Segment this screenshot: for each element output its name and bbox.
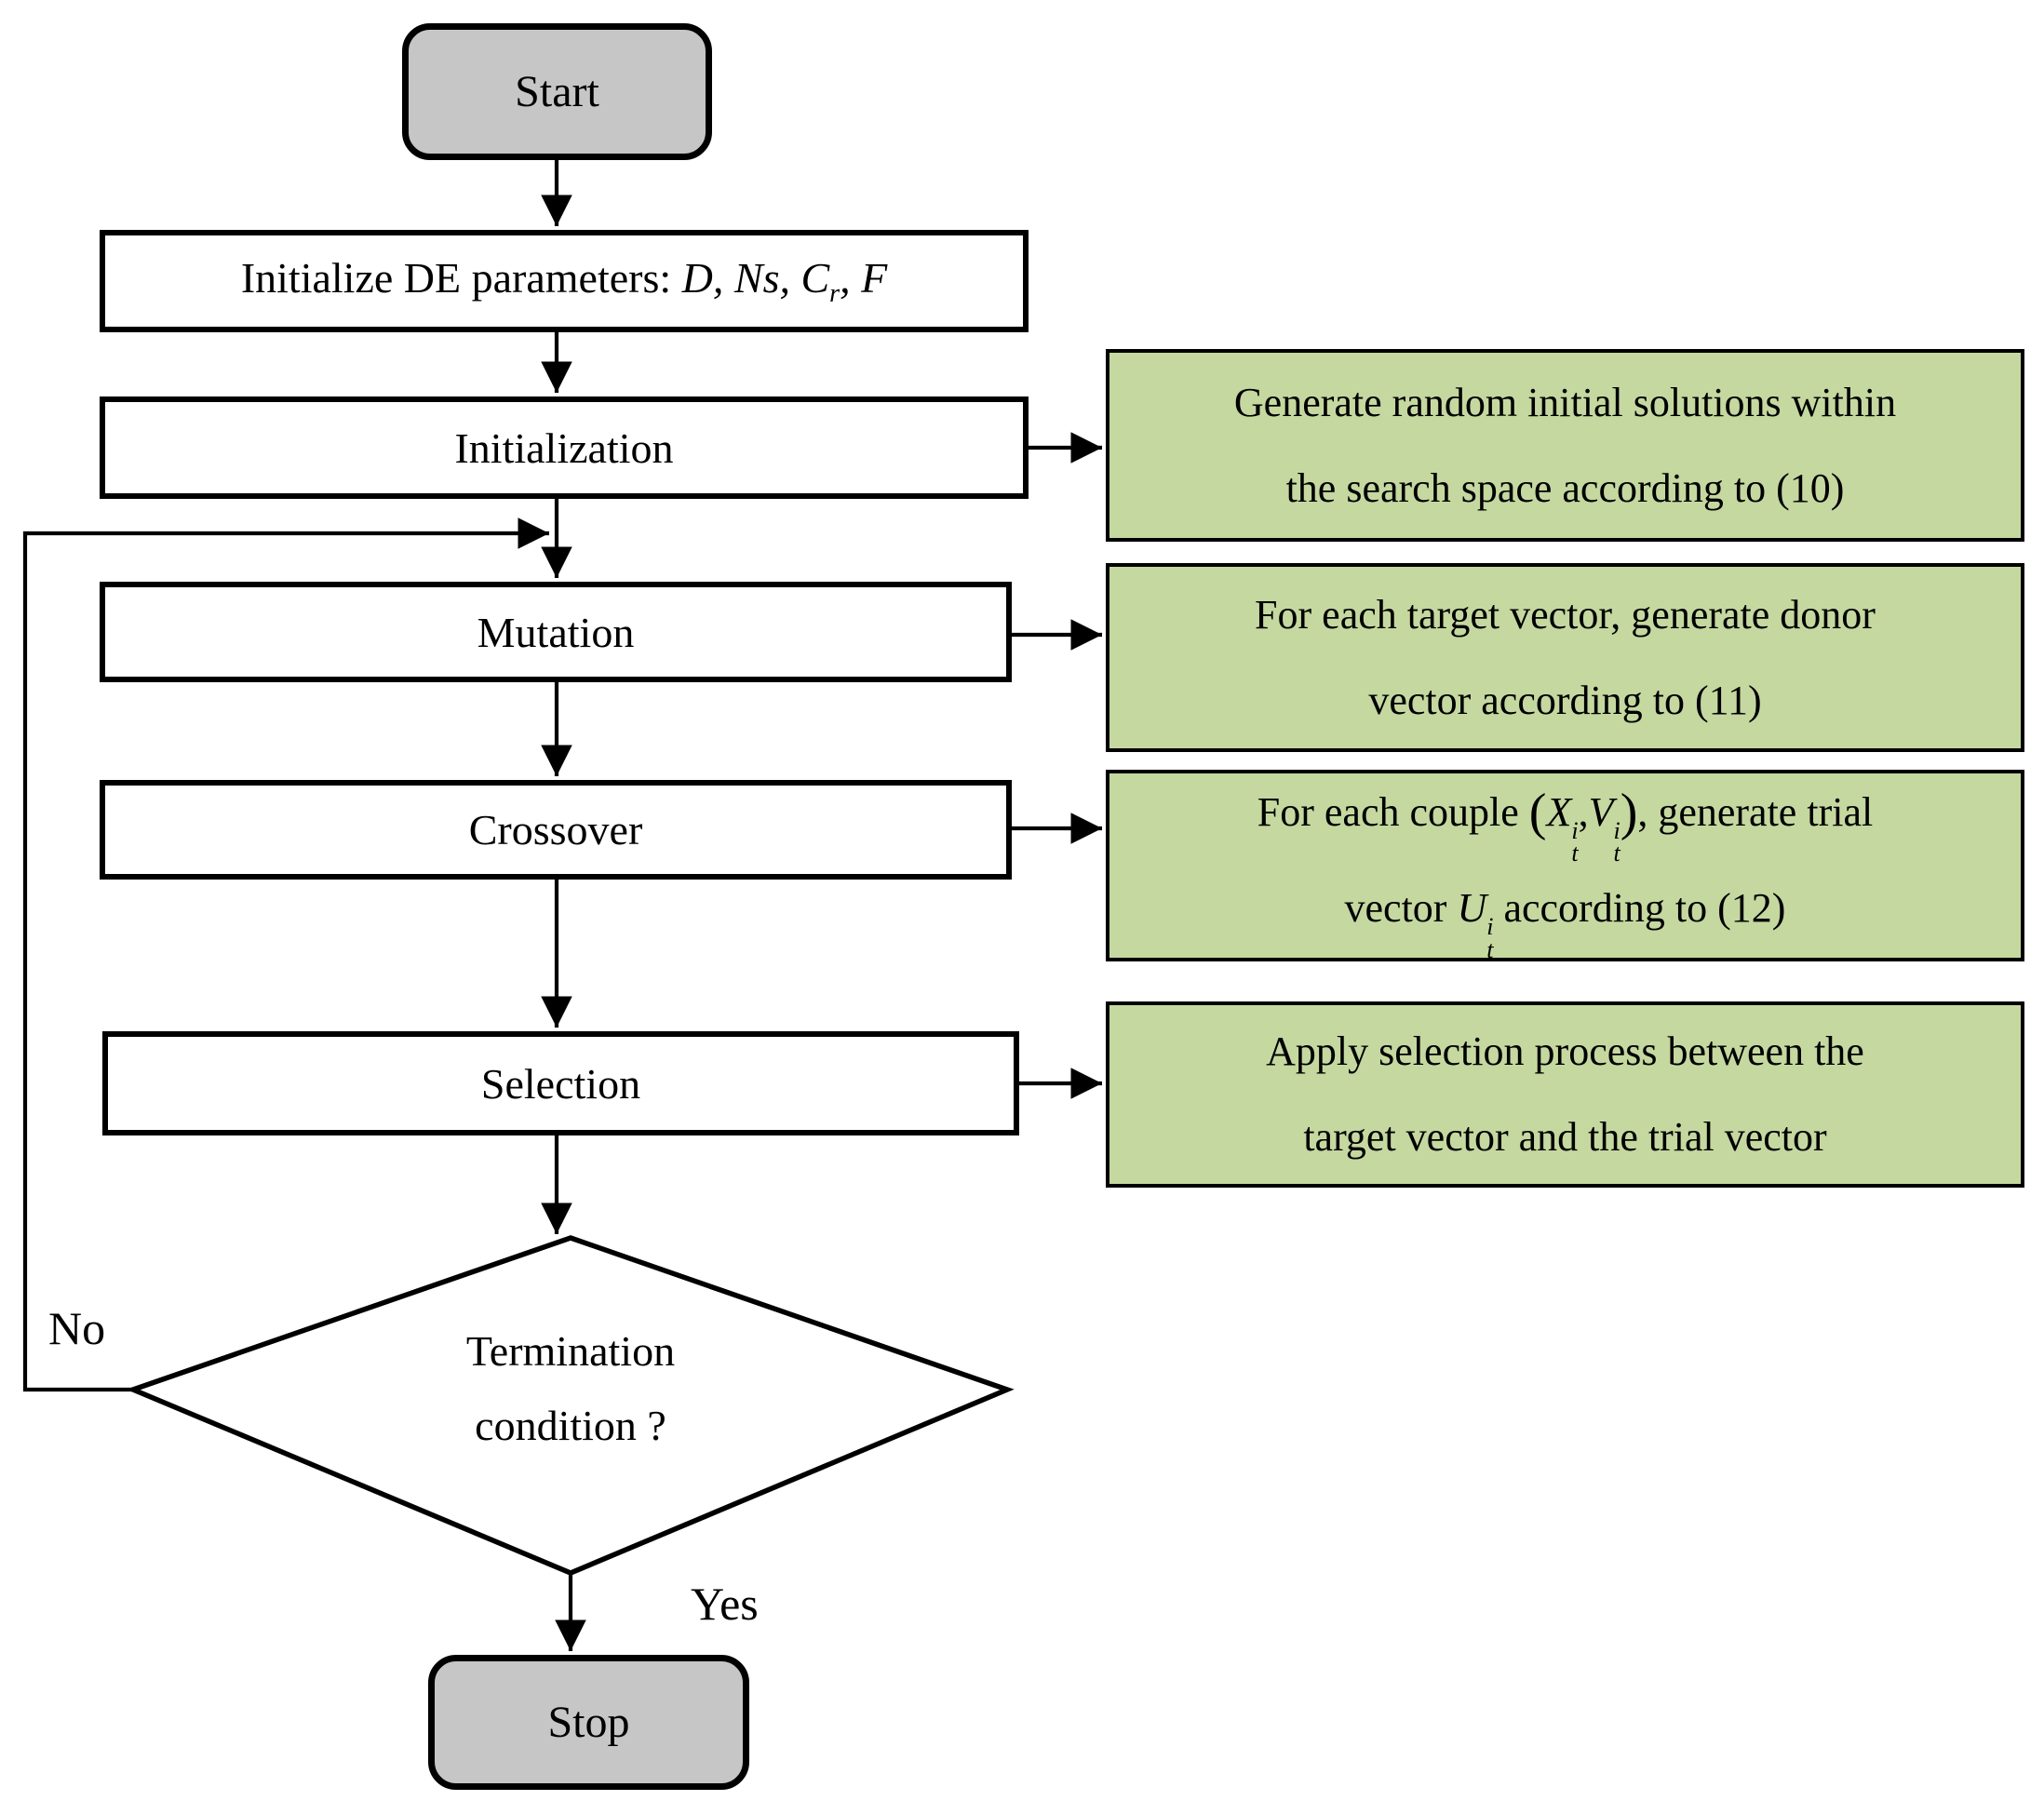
math-x-sup: i [1571, 816, 1579, 844]
param-c: C [789, 253, 830, 302]
mutation-note-line1: For each target vector, generate donor [1255, 591, 1876, 638]
crossover-note-line1-end: , generate trial [1637, 788, 1874, 835]
selection-note: Apply selection process between the targ… [1106, 1001, 2024, 1188]
mutation-label: Mutation [477, 608, 635, 656]
math-v-sub: t [1613, 840, 1620, 867]
arrow-no-loop-to-mutation [22, 517, 549, 1392]
stop-node: Stop [428, 1655, 749, 1790]
selection-node: Selection [102, 1031, 1019, 1135]
param-ns: Ns, [723, 253, 790, 302]
math-x-sub: t [1571, 840, 1579, 867]
initialization-note: Generate random initial solutions within… [1106, 349, 2024, 542]
selection-label: Selection [480, 1059, 641, 1108]
math-u-sup: i [1486, 913, 1494, 940]
crossover-note-line2-end: according to (12) [1493, 885, 1786, 931]
decision-label: Termination condition ? [338, 1314, 803, 1463]
mutation-note: For each target vector, generate donor v… [1106, 563, 2024, 752]
selection-note-line1: Apply selection process between the [1266, 1028, 1864, 1074]
param-d: D, [681, 253, 724, 302]
mutation-note-line2: vector according to (11) [1368, 677, 1762, 723]
crossover-node: Crossover [100, 780, 1012, 880]
math-comma: , [1578, 788, 1589, 835]
math-x: X [1546, 788, 1572, 835]
open-paren: ( [1528, 783, 1547, 841]
yes-edge-label: Yes [691, 1578, 759, 1630]
initialization-note-line2: the search space according to (10) [1285, 464, 1845, 511]
start-node: Start [402, 23, 712, 160]
math-v: V [1588, 788, 1614, 835]
mutation-node: Mutation [100, 582, 1012, 682]
param-c-comma: , [840, 253, 851, 302]
initialization-note-line1: Generate random initial solutions within [1233, 379, 1897, 425]
initialization-label: Initialization [454, 423, 674, 472]
crossover-note-line1-start: For each couple [1257, 788, 1529, 835]
param-c-subscript: r [829, 279, 840, 309]
decision-line2: condition ? [475, 1402, 666, 1449]
init-params-label: Initialize DE parameters: D, Ns, Cr, F [241, 253, 887, 309]
crossover-label: Crossover [468, 806, 643, 853]
decision-line1: Termination [465, 1327, 676, 1375]
param-f: F [850, 253, 888, 302]
close-paren: ) [1620, 783, 1638, 841]
math-u-sub: t [1486, 935, 1494, 963]
math-v-sup: i [1613, 816, 1620, 844]
init-params-prefix: Initialize DE parameters: [240, 253, 682, 302]
start-label: Start [515, 67, 599, 116]
init-params-node: Initialize DE parameters: D, Ns, Cr, F [100, 230, 1029, 332]
no-edge-label: No [48, 1302, 106, 1354]
stop-label: Stop [547, 1698, 630, 1747]
initialization-node: Initialization [100, 396, 1029, 499]
math-u: U [1457, 885, 1487, 931]
selection-note-line2: target vector and the trial vector [1303, 1114, 1827, 1160]
crossover-note-line2-start: vector [1344, 885, 1458, 931]
